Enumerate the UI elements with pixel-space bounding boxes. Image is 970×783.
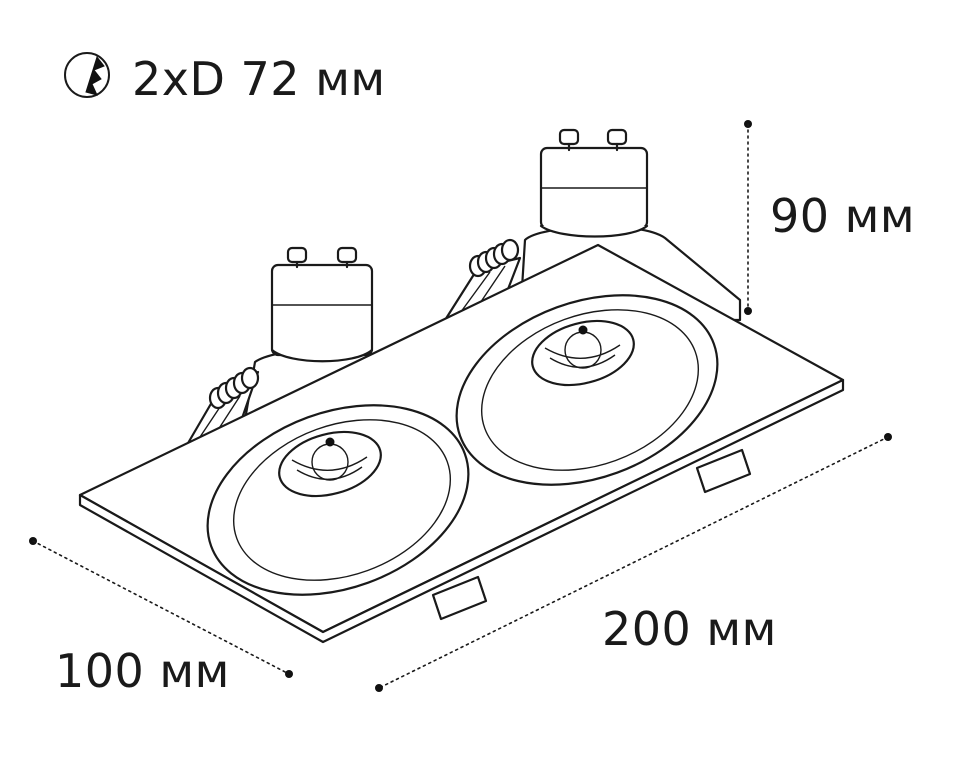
left-lamp-housing — [243, 246, 377, 422]
mounting-tab-left — [431, 575, 488, 621]
cutout-diameter-icon — [64, 52, 110, 98]
height-dimension-line — [744, 120, 752, 315]
length-dimension-line — [375, 433, 892, 692]
right-light-ring — [455, 294, 719, 486]
mounting-tab-right — [695, 448, 752, 494]
width-dimension-label: 100 мм — [55, 644, 230, 698]
length-dimension-label: 200 мм — [602, 602, 777, 656]
width-dimension-line — [29, 537, 293, 678]
cutout-diameter-label: 2xD 72 мм — [132, 52, 386, 106]
height-dimension-label: 90 мм — [770, 189, 916, 243]
left-light-ring — [206, 404, 470, 596]
